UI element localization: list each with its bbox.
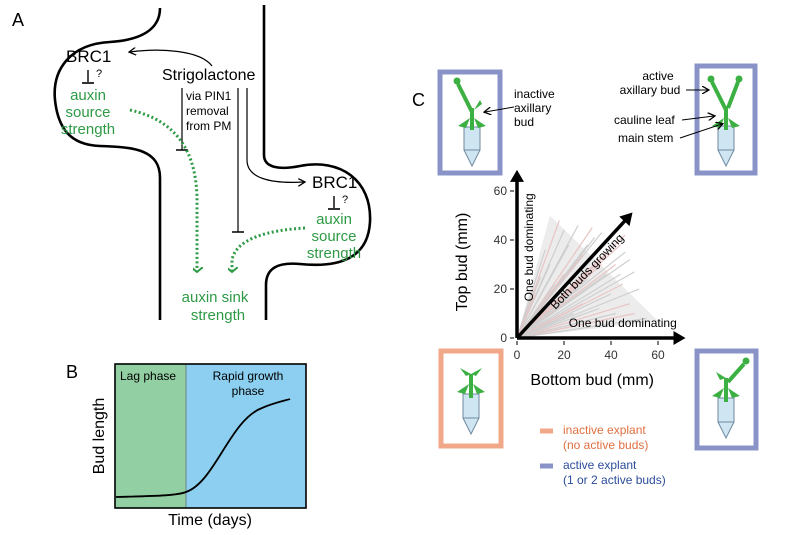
top-brc1: BRC1 xyxy=(66,47,111,66)
stem-right-outline xyxy=(262,5,372,320)
legend-inactive-2: (no active buds) xyxy=(563,438,648,452)
bottom-brc1: BRC1 xyxy=(312,173,357,192)
growth-trajectory-line xyxy=(516,249,546,339)
lag-phase-label: Lag phase xyxy=(120,369,176,383)
bottom-auxin-source-3: strength xyxy=(307,245,361,262)
growth-trajectory-line xyxy=(516,312,635,339)
time-xlabel: Time (days) xyxy=(168,512,252,529)
panel-a-label: A xyxy=(12,10,24,30)
legend-inactive-1: inactive explant xyxy=(563,423,646,437)
pin1-note-3: from PM xyxy=(186,119,231,133)
panel-c: C inactive axillary bud active axillary … xyxy=(412,63,759,487)
bottom-question: ? xyxy=(342,194,348,206)
legend-active-1: active explant xyxy=(563,458,637,472)
growth-trajectory-line xyxy=(516,308,600,339)
y-tick-label: 0 xyxy=(500,331,507,345)
inactive-bud-label-2: axillary xyxy=(514,101,551,115)
y-tick-label: 60 xyxy=(494,184,508,198)
growth-trajectory-line xyxy=(516,317,647,339)
horizontal-arrow-label: One bud dominating xyxy=(569,316,677,330)
y-axis-label: Top bud (mm) xyxy=(454,213,471,312)
bottom-auxin-flow-arrow xyxy=(232,226,306,272)
x-tick-label: 60 xyxy=(651,348,665,362)
growth-trajectory-line xyxy=(516,237,596,339)
panel-c-label: C xyxy=(412,90,425,110)
top-auxin-source-1: auxin xyxy=(70,87,106,104)
bud-length-ylabel: Bud length xyxy=(91,398,108,475)
top-auxin-source-2: source xyxy=(65,104,110,121)
growth-trajectory-line xyxy=(516,273,621,339)
lag-phase-region xyxy=(115,364,186,508)
x-tick-label: 0 xyxy=(514,348,521,362)
stem-left-outline xyxy=(53,7,162,320)
pin1-note-1: via PIN1 xyxy=(186,89,232,103)
growth-trajectory-line xyxy=(516,312,574,339)
top-question: ? xyxy=(96,68,102,80)
inactive-bud-label-3: bud xyxy=(514,115,534,129)
growth-trajectory-line xyxy=(516,271,635,339)
y-tick-label: 20 xyxy=(494,282,508,296)
sl-to-top-brc1-arrow xyxy=(130,50,213,67)
growth-trajectory-line xyxy=(516,273,607,339)
legend-active-2: (1 or 2 active buds) xyxy=(563,473,666,487)
x-axis-label: Bottom bud (mm) xyxy=(530,372,654,389)
cauline-leaf-pointer xyxy=(681,116,714,120)
auxin-sink-1: auxin sink xyxy=(182,289,249,306)
rapid-phase-region xyxy=(186,364,306,508)
inactive-bud-pointer xyxy=(485,106,515,112)
growth-trajectory-line xyxy=(516,244,570,339)
explant-inactive-top-left xyxy=(437,69,503,176)
inactive-bud-label-1: inactive xyxy=(514,87,555,101)
growth-trajectory-line xyxy=(516,303,584,339)
rapid-phase-label-2: phase xyxy=(232,384,265,398)
active-bud-label-2: axillary bud xyxy=(620,83,681,97)
active-bud-label-1: active xyxy=(642,69,674,83)
main-stem-label: main stem xyxy=(618,131,673,145)
x-tick-label: 40 xyxy=(604,348,618,362)
y-tick-label: 40 xyxy=(494,233,508,247)
growth-trajectory-line xyxy=(516,312,616,339)
bud-growth-curve xyxy=(115,398,291,498)
panel-b-label: B xyxy=(66,362,78,382)
x-tick-label: 20 xyxy=(557,348,571,362)
panel-b: B Lag phase Rapid growth phase Bud lengt… xyxy=(66,362,307,529)
panel-a: A BRC1 ? auxin source strength Strigolac… xyxy=(12,5,372,324)
rapid-phase-label-1: Rapid growth xyxy=(213,369,284,383)
explant-active-bottom-right xyxy=(694,348,759,451)
growth-trajectory-line xyxy=(516,293,537,339)
top-auxin-flow-arrow xyxy=(129,108,197,272)
top-auxin-source-3: strength xyxy=(61,121,115,138)
pin1-note-2: removal xyxy=(186,104,229,118)
panel-b-frame xyxy=(114,363,307,509)
main-stem-pointer xyxy=(679,124,722,139)
explant-active-top-right xyxy=(694,63,758,176)
cauline-leaf-label: cauline leaf xyxy=(614,113,675,127)
bottom-auxin-source-2: source xyxy=(311,228,356,245)
sl-to-bottom-brc1-arrow xyxy=(246,88,304,182)
growth-trajectory-line xyxy=(516,303,630,339)
explant-inactive-bottom-left xyxy=(438,348,504,449)
diagonal-arrow xyxy=(515,212,633,340)
strigolactone-label: Strigolactone xyxy=(162,67,255,84)
vertical-arrow-label: One bud dominating xyxy=(522,193,536,301)
growth-trajectory-line xyxy=(516,288,640,339)
bottom-auxin-source-1: auxin xyxy=(316,211,352,228)
auxin-sink-2: strength xyxy=(191,307,245,324)
